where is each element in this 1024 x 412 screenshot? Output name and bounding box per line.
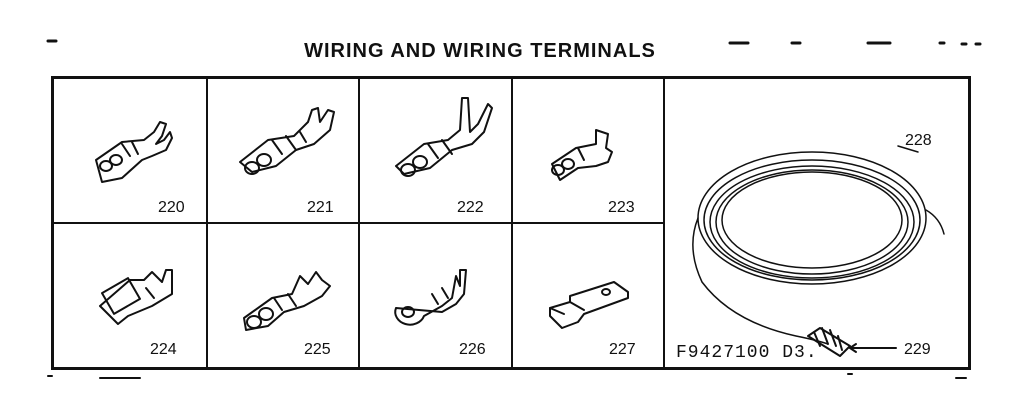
- part-number-228: 228: [905, 132, 932, 149]
- part-number-221: 221: [307, 199, 334, 216]
- scan-marks-bottom: [47, 373, 967, 379]
- grid-divider-v1: [206, 76, 208, 370]
- female-spade-terminal-icon: [239, 107, 335, 175]
- wire-coil-icon: [692, 145, 945, 345]
- wire-nut-icon: [807, 327, 897, 357]
- part-number-224: 224: [150, 341, 177, 358]
- part-number-229: 229: [904, 341, 931, 358]
- part-number-225: 225: [304, 341, 331, 358]
- drawing-code: F9427100 D3.: [676, 343, 818, 363]
- grid-divider-v3: [511, 76, 513, 370]
- flag-terminal-icon: [551, 129, 613, 181]
- scan-marks: [46, 39, 982, 46]
- part-number-222: 222: [457, 199, 484, 216]
- part-number-223: 223: [608, 199, 635, 216]
- grid-divider-v4: [663, 76, 665, 370]
- grid-divider-v2: [358, 76, 360, 370]
- diagram-title: WIRING AND WIRING TERMINALS: [304, 40, 656, 62]
- female-spade-terminal-icon: [95, 121, 173, 183]
- part-number-227: 227: [609, 341, 636, 358]
- part-number-226: 226: [459, 341, 486, 358]
- female-spade-terminal-icon: [99, 269, 173, 325]
- grid-divider-h: [51, 222, 663, 224]
- female-spade-terminal-icon: [395, 97, 493, 177]
- ring-terminal-icon: [394, 269, 467, 326]
- male-tab-terminal-icon: [549, 281, 629, 329]
- part-number-220: 220: [158, 199, 185, 216]
- female-spade-terminal-icon: [243, 271, 331, 331]
